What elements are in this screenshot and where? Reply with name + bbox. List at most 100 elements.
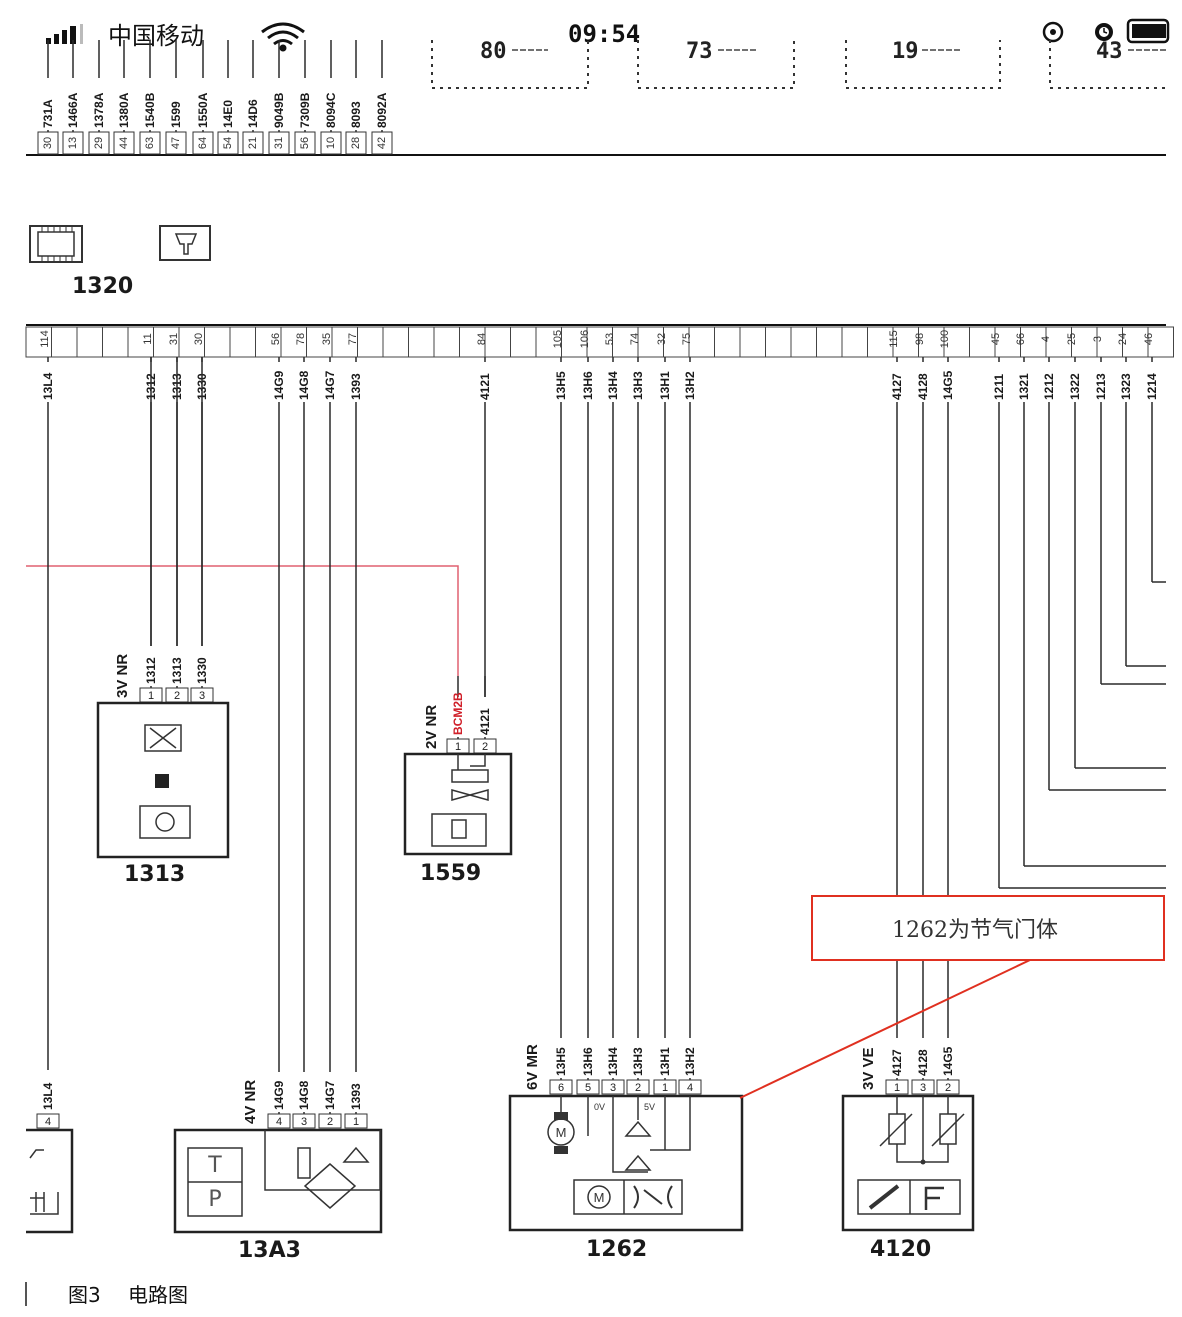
component-wire-label: BCM2B <box>451 692 465 735</box>
ecu-pin-number: 45 <box>990 333 1002 345</box>
top-wire-label: 731A <box>41 99 55 128</box>
ecu-wire-label: 14G5 <box>941 370 955 400</box>
ecu-wire-label-bg <box>1145 362 1159 402</box>
component-wire-label: 14G7 <box>323 1080 337 1110</box>
component-left-box <box>26 1128 74 1234</box>
ecu-strip-cell <box>178 326 205 358</box>
ecu-wire-label: 4128 <box>916 373 930 400</box>
connector-type-label: 3V VE <box>860 1047 877 1090</box>
top-pin-number: 54 <box>222 137 234 149</box>
ecu-pin-number: 46 <box>1143 333 1155 345</box>
throttle-motor-icon <box>587 1185 611 1209</box>
component-wire-label: 14G5 <box>941 1046 955 1076</box>
component-pin-number: 1 <box>894 1082 900 1094</box>
ecu-pin-number: 32 <box>656 333 668 345</box>
component-wire-label-bg <box>451 697 465 737</box>
ecu-wire-label-bg <box>1094 362 1108 402</box>
ecu-pin-number: 78 <box>295 333 307 345</box>
component-pin-number: 2 <box>635 1082 641 1094</box>
sensor-wiring <box>896 1096 949 1163</box>
top-wire-label-bg <box>196 78 210 130</box>
annotation-box <box>811 895 1165 961</box>
component-wire-label-bg <box>658 1038 672 1078</box>
component-label-1262: 1262 <box>586 1237 647 1262</box>
ecu-strip-cell <box>535 326 562 358</box>
ecu-wire-label-bg <box>297 362 311 402</box>
signal-icon <box>46 24 83 44</box>
component-wire-label-bg <box>323 1072 337 1112</box>
component-pin-cell <box>36 1113 60 1129</box>
ecu-wire-label-bg <box>992 362 1006 402</box>
ecu-wire-label-bg <box>478 362 492 402</box>
component-pin-cell <box>576 1079 600 1095</box>
top-wire-label: 14E0 <box>221 100 235 128</box>
component-pin-number: 1 <box>353 1116 359 1128</box>
top-box-label: 80 <box>480 39 507 64</box>
component-pin-number: 1 <box>148 690 154 702</box>
component-wire-label: 1312 <box>144 657 158 684</box>
sensor-cross-icon <box>149 727 177 749</box>
component-pin-number: 2 <box>174 690 180 702</box>
ecu-strip-cell <box>637 326 664 358</box>
component-pin-number: 3 <box>301 1116 307 1128</box>
component-wire-label-bg <box>916 1038 930 1078</box>
component-pin-cell <box>936 1079 960 1095</box>
top-pin-number: 42 <box>376 137 388 149</box>
component-label-1559: 1559 <box>420 861 481 886</box>
bridge-icon <box>303 1163 357 1209</box>
component-pin-cell <box>267 1113 291 1129</box>
top-wire-label: 14D6 <box>246 99 260 128</box>
connector-type-label: 6V MR <box>524 1044 541 1090</box>
ecu-1320-icons <box>29 225 211 263</box>
component-1313-box <box>96 701 230 859</box>
ecu-pin-number: 4 <box>1040 336 1052 342</box>
top-wire-label-bg <box>298 78 312 130</box>
ecu-pin-number: 66 <box>1015 333 1027 345</box>
ecu-pin-number: 105 <box>552 330 564 348</box>
coil-icon <box>451 819 467 839</box>
gauge-icon <box>155 812 175 832</box>
annotation: 1262为节气门体 <box>739 895 1165 1099</box>
ecu-strip-cell <box>867 326 894 358</box>
ecu-strip-cell <box>841 326 868 358</box>
top-pin-number: 44 <box>118 137 130 149</box>
ecu-strip-cell <box>408 326 435 358</box>
ecu-strip-cell <box>76 326 103 358</box>
ecu-wire-label-bg <box>1119 362 1133 402</box>
ecu-strip-cell <box>816 326 843 358</box>
wifi-icon <box>261 22 305 52</box>
ecu-pin-number: 100 <box>939 330 951 348</box>
ecu-strip-cell <box>25 326 52 358</box>
ecu-strip-cell <box>1096 326 1123 358</box>
component-pin-number: 4 <box>45 1116 51 1128</box>
ecu-pin-number: 25 <box>1066 333 1078 345</box>
ecu-strip-cell <box>153 326 180 358</box>
throttle-icon-frame <box>573 1179 683 1215</box>
component-pin-cell <box>653 1079 677 1095</box>
component-pin-cell <box>601 1079 625 1095</box>
ecu-wire-label: 13H4 <box>606 371 620 400</box>
valve-wire <box>457 754 486 770</box>
ecu-pin-number: 3 <box>1092 336 1104 342</box>
component-wire-label-bg <box>606 1038 620 1078</box>
connector-type-label: 4V NR <box>242 1080 259 1124</box>
annotation-pointer <box>739 959 1031 1099</box>
ecu-pin-number: 77 <box>347 333 359 345</box>
top-wire-label: 1599 <box>169 101 183 128</box>
component-1262-box <box>508 1094 744 1232</box>
component-wire-label: 13H2 <box>683 1047 697 1076</box>
amplifier-icon <box>342 1146 370 1163</box>
component-wire-label-bg <box>195 646 209 686</box>
top-pin-number: 10 <box>325 137 337 149</box>
ecu-pin-number: 56 <box>270 333 282 345</box>
component-13A3-box <box>173 1128 383 1234</box>
throttle-valve-icon <box>633 1185 673 1209</box>
ecu-wire-label-bg <box>349 362 363 402</box>
ecu-strip-cell <box>892 326 919 358</box>
annotation-text: 1262为节气门体 <box>892 918 1058 943</box>
motor-brush-icon <box>554 1146 568 1154</box>
top-wire-label-bg <box>272 78 286 130</box>
